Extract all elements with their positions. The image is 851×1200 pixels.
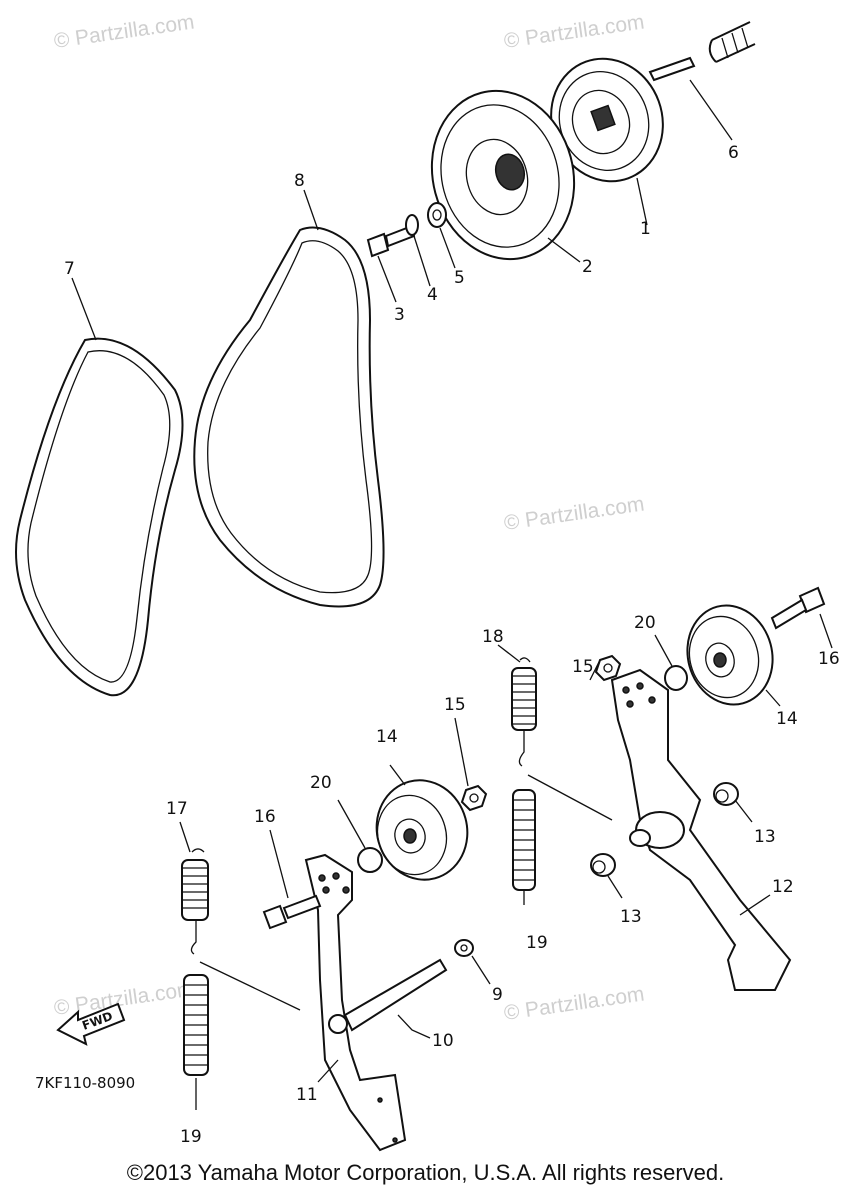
label-part-6: 6	[728, 143, 739, 163]
label-part-13b: 13	[620, 907, 642, 927]
diagram-code: 7KF110-8090	[35, 1074, 135, 1092]
idler-part-14a	[375, 764, 469, 881]
label-part-11: 11	[296, 1085, 318, 1105]
nut-part-9	[454, 939, 491, 985]
spring-part-17	[179, 821, 209, 955]
watermark-4: © Partzilla.com	[502, 982, 645, 1024]
label-part-20a: 20	[310, 773, 332, 793]
label-part-12: 12	[772, 877, 794, 897]
bushing-part-13a	[713, 782, 753, 823]
watermark-3: © Partzilla.com	[502, 492, 645, 534]
spacer-part-20b	[654, 634, 688, 691]
idler-part-14b	[686, 604, 781, 707]
belt-part-8	[193, 189, 385, 608]
label-part-2: 2	[582, 257, 593, 277]
label-part-15b: 15	[572, 657, 594, 677]
pulley-part-2	[430, 89, 581, 263]
label-part-7: 7	[64, 259, 75, 279]
nut-part-15b	[589, 654, 622, 682]
label-part-8: 8	[294, 171, 305, 191]
callout-labels: 1 2 3 4 5 6 7 8 9 10 11 12 13 13 14 14 1…	[64, 143, 840, 1147]
watermark-5: © Partzilla.com	[52, 977, 195, 1019]
pulley-part-1	[550, 57, 664, 226]
label-part-5: 5	[454, 268, 465, 288]
fwd-arrow-icon: FWD	[56, 1002, 126, 1046]
label-part-16a: 16	[254, 807, 276, 827]
spring-part-19a	[512, 774, 613, 905]
label-part-19a: 19	[526, 933, 548, 953]
label-part-14b: 14	[776, 709, 798, 729]
spacer-part-20a	[337, 799, 383, 873]
bolt-part-3	[366, 224, 416, 303]
label-part-3: 3	[394, 305, 405, 325]
label-part-14a: 14	[376, 727, 398, 747]
bolt-part-16b	[770, 586, 833, 649]
label-part-1: 1	[640, 219, 651, 239]
bushing-part-13b	[590, 853, 623, 899]
shaft-end	[708, 21, 756, 63]
key-part-6	[648, 56, 733, 141]
bolt-part-16a	[262, 829, 322, 930]
belt-part-7	[15, 277, 184, 697]
washer-part-5	[427, 202, 456, 269]
tensioner-arm-part-11	[304, 853, 448, 1152]
label-part-20b: 20	[634, 613, 656, 633]
label-part-16b: 16	[818, 649, 840, 669]
label-part-19b: 19	[180, 1127, 202, 1147]
label-part-9: 9	[492, 985, 503, 1005]
label-part-10: 10	[432, 1031, 454, 1051]
label-part-18: 18	[482, 627, 504, 647]
label-part-13a: 13	[754, 827, 776, 847]
nut-part-15a	[454, 717, 488, 812]
label-part-17: 17	[166, 799, 188, 819]
label-part-4: 4	[427, 285, 438, 305]
label-part-15a: 15	[444, 695, 466, 715]
tensioner-arm-part-12	[610, 668, 792, 991]
spring-part-18	[497, 644, 537, 767]
watermark-2: © Partzilla.com	[502, 10, 645, 52]
washer-part-4	[405, 214, 431, 287]
shaft-part-10	[397, 1014, 431, 1039]
spring-part-19b	[183, 961, 301, 1110]
watermark-1: © Partzilla.com	[52, 10, 195, 52]
copyright-notice: ©2013 Yamaha Motor Corporation, U.S.A. A…	[126, 1160, 725, 1185]
